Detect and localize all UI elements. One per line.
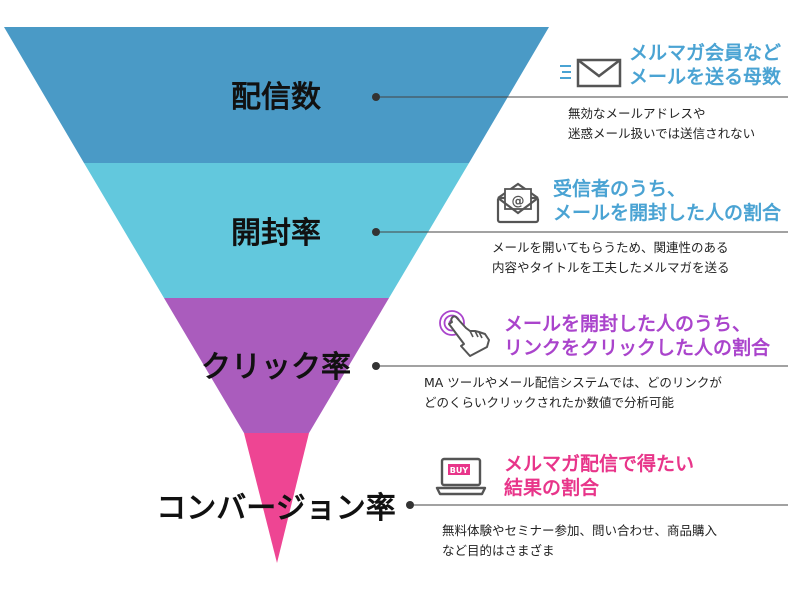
stage-3-description: MA ツールやメール配信システムでは、どのリンクが どのくらいクリックされたか数… [424,373,722,413]
connector-dot-4 [406,501,414,509]
connector-dot-3 [372,362,380,370]
stage-2-description: メールを開いてもらうため、関連性のある 内容やタイトルを工夫したメルマガを送る [492,238,730,278]
stage-1-heading: メルマガ会員など メールを送る母数 [629,41,781,89]
stage-label-4: コンバージョン率 [156,491,395,526]
stage-2-heading-line-2: メールを開封した人の割合 [553,202,782,224]
stage-3-description-line-2: どのくらいクリックされたか数値で分析可能 [424,395,675,410]
stage-4-heading: メルマガ配信で得たい 結果の割合 [504,452,694,500]
stage-4-heading-line-2: 結果の割合 [504,477,600,499]
stage-label-1: 配信数 [231,80,322,115]
stage-4-heading-line-1: メルマガ配信で得たい [504,453,695,475]
laptop-buy-icon: BUY [435,457,487,496]
buy-label: BUY [450,466,469,475]
stage-3-heading-line-2: リンクをクリックした人の割合 [504,337,771,359]
stage-label-3: クリック率 [201,350,351,385]
stage-1-description-line-1: 無効なメールアドレスや [568,106,706,121]
stage-1-description: 無効なメールアドレスや 迷惑メール扱いでは送信されない [568,104,755,144]
stage-3-heading-line-1: メールを開封した人のうち、 [504,313,752,335]
funnel-stage-2 [84,163,469,298]
open-mail-at-icon: @ [496,182,540,224]
stage-4-description: 無料体験やセミナー参加、問い合わせ、商品購入 など目的はさまざま [442,521,717,561]
funnel-stage-1 [4,27,549,163]
funnel-stage-4 [244,433,309,563]
mail-envelope-icon [560,58,622,88]
stage-2-heading-line-1: 受信者のうち、 [553,178,687,200]
stage-2-description-line-1: メールを開いてもらうため、関連性のある [492,240,729,255]
stage-4-description-line-1: 無料体験やセミナー参加、問い合わせ、商品購入 [442,523,718,538]
stage-4-description-line-2: など目的はさまざま [442,543,555,558]
connector-dot-2 [372,228,380,236]
funnel-stage-3 [164,298,389,433]
stage-2-description-line-2: 内容やタイトルを工夫したメルマガを送る [492,260,730,275]
stage-1-heading-line-1: メルマガ会員など [629,42,782,64]
stage-2-heading: 受信者のうち、 メールを開封した人の割合 [553,177,781,225]
stage-1-heading-line-2: メールを送る母数 [629,66,782,88]
stage-label-2: 開封率 [231,216,321,251]
connector-dot-1 [372,93,380,101]
stage-3-heading: メールを開封した人のうち、 リンクをクリックした人の割合 [504,312,770,360]
stage-1-description-line-2: 迷惑メール扱いでは送信されない [568,126,756,141]
svg-text:@: @ [512,194,525,209]
pointer-hand-click-icon [439,310,490,357]
stage-3-description-line-1: MA ツールやメール配信システムでは、どのリンクが [424,375,722,390]
